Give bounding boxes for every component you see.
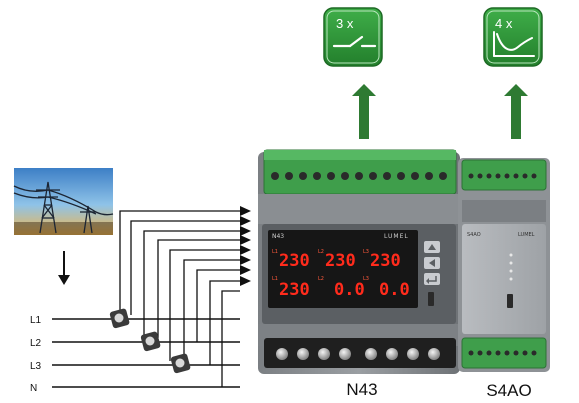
line-label-l1: L1: [30, 315, 42, 326]
s4ao-module: S4AO LUMEL: [458, 158, 550, 372]
row2-tag-2: L2: [318, 276, 324, 282]
top-terminal-screws: [271, 172, 447, 180]
relay-output-icon: 3 x: [323, 7, 383, 67]
supply-down-arrow: [58, 251, 70, 285]
module-status-leds: [509, 253, 513, 281]
analog-count-label: 4 x: [495, 16, 513, 31]
meter-up-button[interactable]: [424, 241, 440, 253]
meter-model-label: N43: [272, 233, 284, 240]
meter-enter-button[interactable]: [424, 273, 440, 285]
row2-value-3: 0.0: [379, 280, 410, 300]
analog-output-arrow: [504, 84, 528, 139]
relay-contact-icon: [332, 35, 377, 48]
row1-value-1: 230: [279, 251, 310, 271]
row2-value-1: 230: [279, 280, 310, 300]
line-label-l3: L3: [30, 361, 42, 372]
relay-count-label: 3 x: [336, 16, 354, 31]
relay-output-arrow: [352, 84, 376, 139]
row2-value-2: 0.0: [334, 280, 365, 300]
row1-tag-1: L1: [272, 249, 278, 255]
row1-value-2: 230: [325, 251, 356, 271]
bottom-terminal-screws: [276, 348, 440, 360]
meter-left-button[interactable]: [424, 257, 440, 269]
row2-tag-1: L1: [272, 276, 278, 282]
meter-usb-port: [428, 292, 434, 306]
row1-value-3: 230: [370, 251, 401, 271]
current-transformer-l3: [170, 353, 191, 374]
module-usb-port: [507, 294, 513, 308]
power-pylon-image: [13, 168, 114, 235]
meter-brand-label: LUMEL: [384, 233, 409, 240]
row1-tag-2: L2: [318, 249, 324, 255]
line-label-l2: L2: [30, 338, 42, 349]
measurement-wiring: [119, 210, 240, 387]
supply-lines: [52, 318, 240, 388]
meter-caption: N43: [346, 380, 377, 399]
analog-curve-icon: [493, 31, 535, 57]
row2-tag-3: L3: [363, 276, 369, 282]
module-caption: S4AO: [486, 381, 531, 400]
row1-tag-3: L3: [363, 249, 369, 255]
input-arrowheads: [240, 206, 251, 286]
current-transformer-l1: [109, 308, 130, 329]
module-brand-label: LUMEL: [518, 232, 535, 238]
n43-meter: N43 LUMEL L1 230 L2 230 L3 230 L1 230 L2…: [258, 149, 460, 374]
line-label-n: N: [30, 383, 37, 394]
current-transformer-l2: [140, 331, 161, 352]
analog-output-icon: 4 x: [483, 7, 543, 67]
module-model-label: S4AO: [467, 232, 481, 238]
